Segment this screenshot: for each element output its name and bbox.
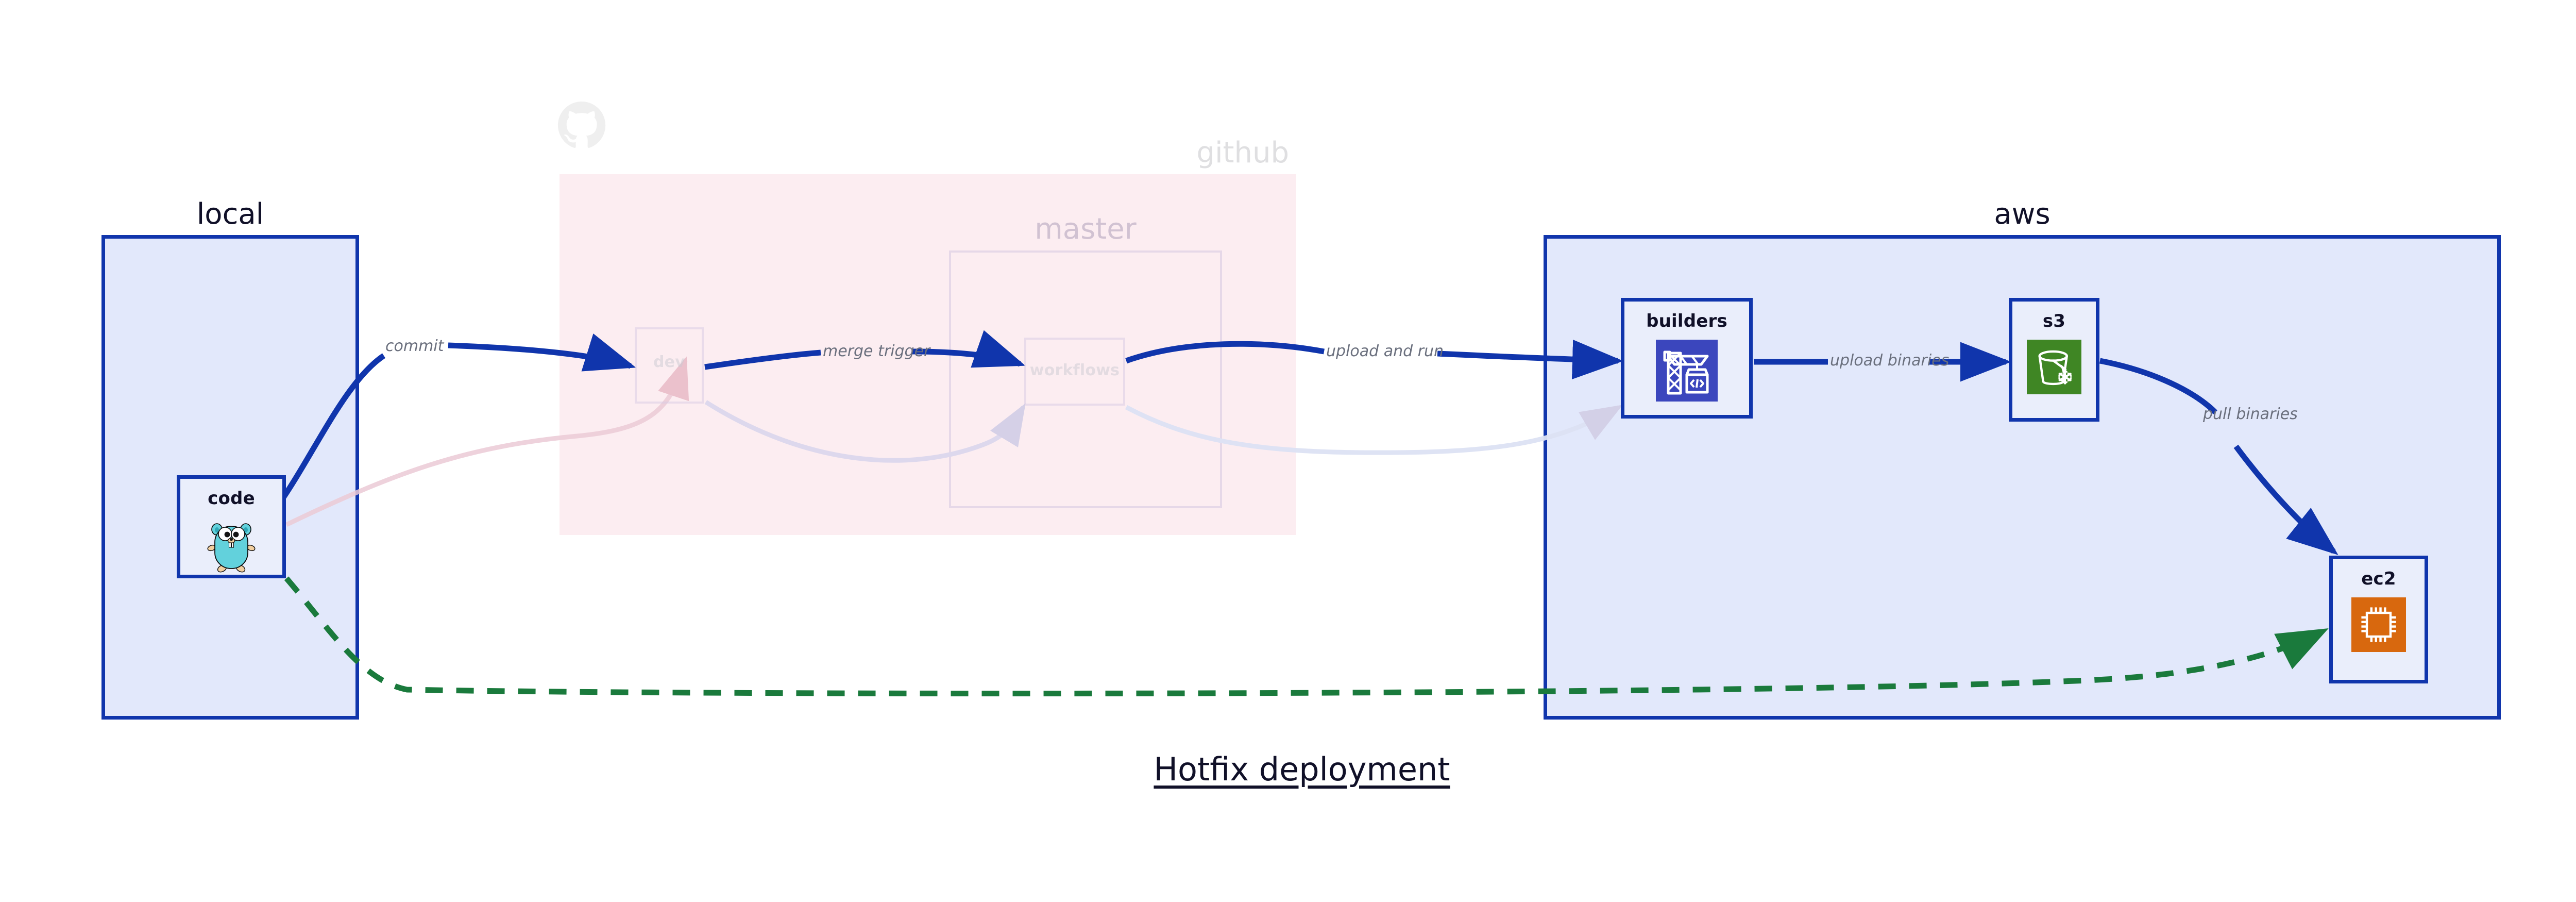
edge-dev-workflows — [704, 349, 821, 370]
edge-s3-ec2-tail — [2233, 444, 2338, 555]
cluster-github-label: github — [1196, 136, 1289, 170]
edge-workflows-builders-faded — [1125, 405, 1623, 455]
node-ec2[interactable]: ec2 — [2329, 556, 2428, 683]
cluster-master: master — [949, 212, 1222, 508]
edge-label-upload-binaries: upload binaries — [1830, 352, 1950, 370]
edge-dev-workflows-tail — [911, 330, 1026, 368]
node-workflows[interactable]: workflows — [1024, 338, 1125, 406]
edge-label-pull-binaries: pull binaries — [2203, 405, 2298, 423]
edge-s3-ec2 — [2099, 358, 2217, 414]
github-octocat-icon — [558, 102, 606, 148]
node-dev-label: dev — [653, 353, 685, 371]
node-s3-label: s3 — [2042, 311, 2066, 331]
node-code-label: code — [208, 488, 255, 509]
edge-label-merge-trigger: merge trigger — [823, 342, 930, 360]
node-ec2-label: ec2 — [2361, 569, 2396, 589]
node-code[interactable]: code — [177, 475, 286, 578]
cluster-local-label: local — [196, 197, 264, 231]
aws-s3-glacier-icon — [2027, 340, 2081, 394]
cluster-github: github — [560, 136, 1296, 535]
node-builders-label: builders — [1646, 311, 1727, 331]
aws-codebuild-icon — [1656, 340, 1718, 402]
aws-ec2-icon — [2351, 597, 2406, 652]
edge-workflows-builders — [1125, 341, 1325, 364]
cluster-master-label: master — [1035, 212, 1137, 246]
cluster-aws-label: aws — [1994, 197, 2050, 231]
edge-dev-workflows-faded — [704, 400, 1026, 463]
node-builders[interactable]: builders — [1621, 298, 1753, 419]
go-gopher-icon — [206, 517, 257, 574]
edge-code-dev-tail — [448, 333, 636, 372]
edge-label-upload-and-run: upload and run — [1326, 342, 1444, 360]
edge-code-dev — [276, 353, 386, 507]
edge-workflows-builders-tail — [1437, 340, 1623, 379]
edge-code-ec2-dashed — [284, 576, 2329, 696]
node-dev[interactable]: dev — [635, 327, 704, 404]
page-title: Hotfix deployment — [1154, 750, 1450, 788]
node-workflows-label: workflows — [1029, 361, 1120, 379]
edge-label-commit: commit — [385, 337, 444, 355]
node-s3[interactable]: s3 — [2009, 298, 2099, 422]
edge-code-dev-faded — [285, 356, 689, 527]
